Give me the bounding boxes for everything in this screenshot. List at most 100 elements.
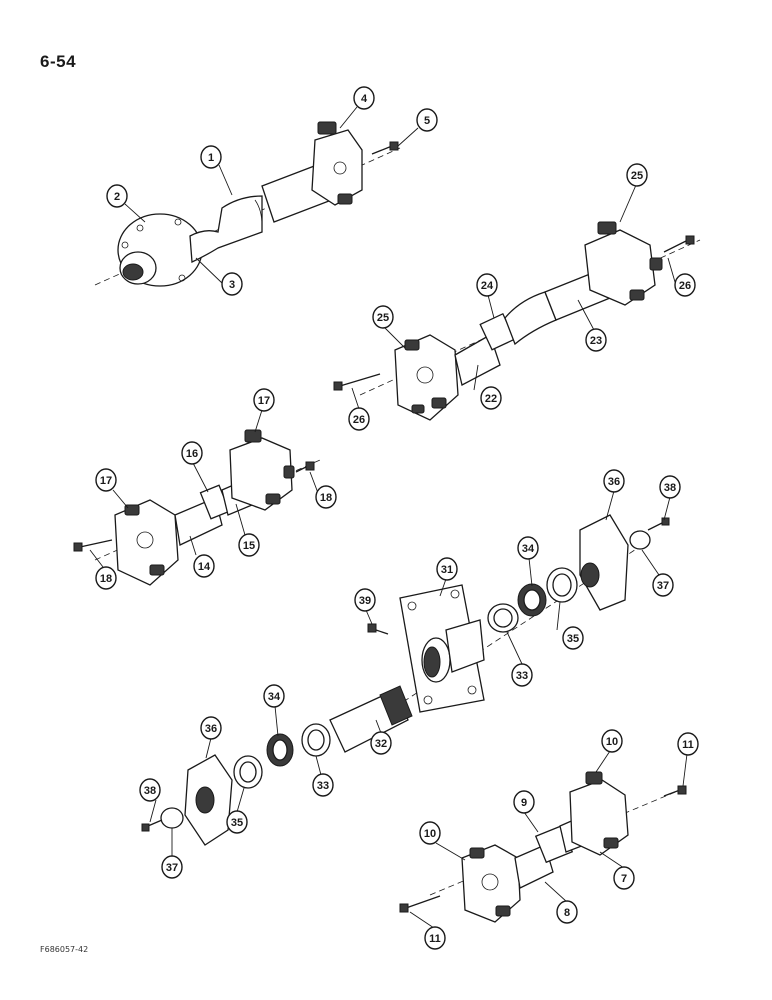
callout-number: 23 bbox=[590, 335, 602, 347]
callout-circle bbox=[416, 108, 438, 132]
callout-circle bbox=[253, 388, 275, 412]
callout-circle bbox=[106, 184, 128, 208]
assembly-shaft-7-11 bbox=[399, 771, 687, 923]
callout-circle bbox=[263, 684, 285, 708]
callout-number: 2 bbox=[114, 191, 120, 203]
callout-number: 35 bbox=[231, 817, 243, 829]
callout-circle bbox=[677, 732, 699, 756]
callout-number: 34 bbox=[522, 543, 535, 555]
callout-circle bbox=[562, 626, 584, 650]
callout-number: 14 bbox=[198, 561, 211, 573]
callout-37: 37 bbox=[652, 573, 674, 597]
callout-number: 35 bbox=[567, 633, 579, 645]
assembly-shaft-14-18 bbox=[73, 429, 321, 586]
callout-number: 36 bbox=[608, 476, 620, 488]
callout-number: 16 bbox=[186, 448, 198, 460]
callout-36: 36 bbox=[603, 469, 625, 493]
assembly-shaft-with-flange bbox=[94, 121, 401, 287]
callout-number: 11 bbox=[429, 933, 441, 945]
callout-number: 17 bbox=[100, 475, 112, 487]
callout-circle bbox=[424, 926, 446, 950]
callout-22: 22 bbox=[480, 386, 502, 410]
callout-number: 38 bbox=[144, 785, 156, 797]
callout-circle bbox=[436, 557, 458, 581]
callout-circle bbox=[221, 272, 243, 296]
callout-number: 5 bbox=[424, 115, 430, 127]
callout-26: 26 bbox=[674, 273, 696, 297]
callout-circle bbox=[626, 163, 648, 187]
callout-32: 32 bbox=[370, 731, 392, 755]
callout-25: 25 bbox=[372, 305, 394, 329]
callout-38: 38 bbox=[139, 778, 161, 802]
callout-circle bbox=[419, 821, 441, 845]
callout-circle bbox=[95, 468, 117, 492]
callout-circle bbox=[353, 86, 375, 110]
callout-39: 39 bbox=[354, 588, 376, 612]
figure-code: F686057-42 bbox=[40, 945, 89, 954]
callout-circle bbox=[613, 866, 635, 890]
callout-17: 17 bbox=[253, 388, 275, 412]
callout-number: 33 bbox=[516, 670, 528, 682]
callout-17: 17 bbox=[95, 468, 117, 492]
callout-number: 24 bbox=[481, 280, 494, 292]
callout-circle bbox=[181, 441, 203, 465]
callout-18: 18 bbox=[95, 566, 117, 590]
callout-11: 11 bbox=[677, 732, 699, 756]
callout-circle bbox=[556, 900, 578, 924]
callout-circle bbox=[312, 773, 334, 797]
callout-10: 10 bbox=[419, 821, 441, 845]
callout-number: 25 bbox=[631, 170, 643, 182]
callout-number: 26 bbox=[679, 280, 691, 292]
callout-number: 4 bbox=[361, 93, 368, 105]
callout-15: 15 bbox=[238, 533, 260, 557]
callout-number: 25 bbox=[377, 312, 389, 324]
callout-circle bbox=[480, 386, 502, 410]
callout-circle bbox=[659, 475, 681, 499]
callout-number: 37 bbox=[166, 862, 178, 874]
callout-circle bbox=[603, 469, 625, 493]
callout-18: 18 bbox=[315, 485, 337, 509]
callout-36: 36 bbox=[200, 716, 222, 740]
callout-24: 24 bbox=[476, 273, 498, 297]
callout-number: 36 bbox=[205, 723, 217, 735]
callout-number: 11 bbox=[682, 739, 694, 751]
callout-1: 1 bbox=[200, 145, 222, 169]
callout-33: 33 bbox=[511, 663, 533, 687]
callout-circle bbox=[601, 729, 623, 753]
callout-number: 8 bbox=[564, 907, 570, 919]
callout-34: 34 bbox=[517, 536, 539, 560]
callout-34: 34 bbox=[263, 684, 285, 708]
callout-8: 8 bbox=[556, 900, 578, 924]
callout-11: 11 bbox=[424, 926, 446, 950]
callout-circle bbox=[674, 273, 696, 297]
callout-number: 7 bbox=[621, 873, 627, 885]
callout-31: 31 bbox=[436, 557, 458, 581]
callout-circle bbox=[315, 485, 337, 509]
callout-number: 34 bbox=[268, 691, 281, 703]
callout-circle bbox=[511, 663, 533, 687]
callout-25: 25 bbox=[626, 163, 648, 187]
callout-circle bbox=[200, 716, 222, 740]
callout-number: 26 bbox=[353, 414, 365, 426]
callout-circle bbox=[372, 305, 394, 329]
callout-number: 18 bbox=[100, 573, 112, 585]
callout-circle bbox=[238, 533, 260, 557]
callout-circle bbox=[476, 273, 498, 297]
callout-4: 4 bbox=[353, 86, 375, 110]
callout-9: 9 bbox=[513, 790, 535, 814]
callout-circle bbox=[193, 554, 215, 578]
callout-number: 3 bbox=[229, 279, 235, 291]
assembly-bearing-plate bbox=[141, 514, 670, 846]
callout-33: 33 bbox=[312, 773, 334, 797]
callout-circle bbox=[354, 588, 376, 612]
callout-number: 39 bbox=[359, 595, 371, 607]
callout-number: 1 bbox=[208, 152, 214, 164]
callout-number: 15 bbox=[243, 540, 255, 552]
callout-3: 3 bbox=[221, 272, 243, 296]
callout-number: 32 bbox=[375, 738, 387, 750]
callout-circle bbox=[652, 573, 674, 597]
callout-circle bbox=[161, 855, 183, 879]
callout-35: 35 bbox=[226, 810, 248, 834]
callout-2: 2 bbox=[106, 184, 128, 208]
